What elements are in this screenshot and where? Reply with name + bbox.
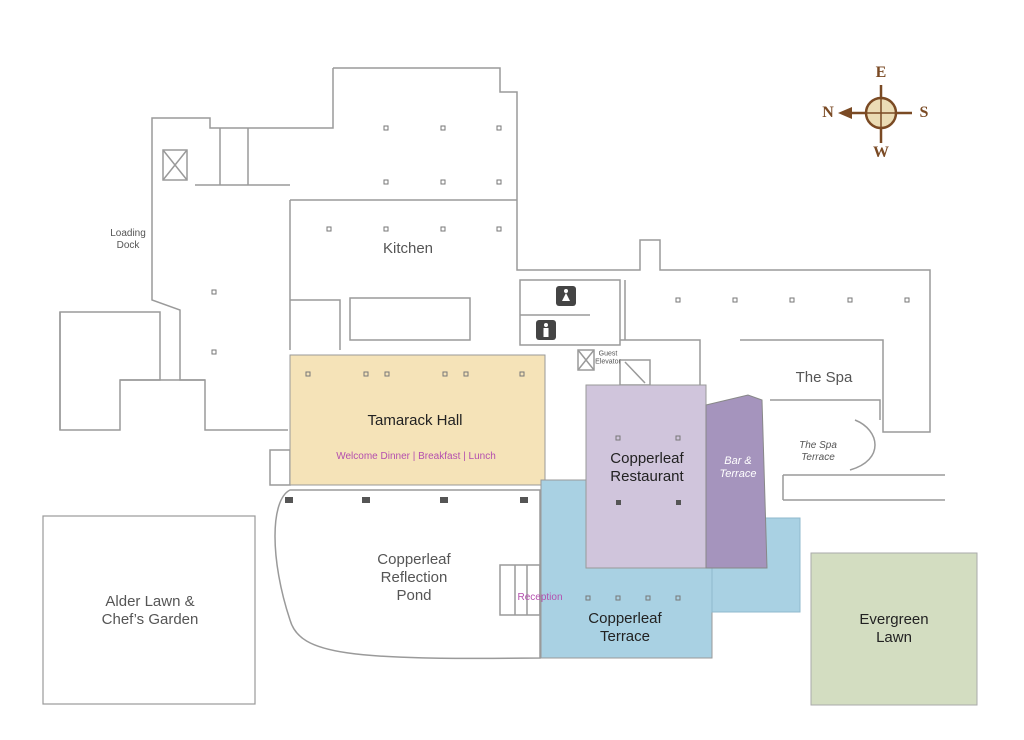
copperleaf-restaurant-label: Copperleaf Restaurant [610, 450, 684, 485]
alder-lawn-label: Alder Lawn & Chef’s Garden [101, 593, 199, 628]
reflection-pond-outline [274, 489, 541, 660]
building-walls [59, 67, 945, 616]
compass-west: W [873, 144, 889, 161]
tamarack-hall-label: Tamarack Hall [367, 412, 463, 429]
north-arrow-icon [838, 107, 852, 119]
alder-lawn-area [42, 515, 256, 705]
kitchen-label: Kitchen [382, 240, 434, 257]
compass-south: S [919, 104, 929, 121]
copperleaf-terrace-label: Copperleaf Terrace [588, 610, 662, 645]
reflection-pond-label: Copperleaf Reflection Pond [377, 551, 451, 604]
bar-terrace-area [705, 394, 768, 569]
tamarack-events-label: Welcome Dinner | Breakfast | Lunch [336, 451, 496, 462]
evergreen-lawn-label: Evergreen Lawn [859, 611, 929, 646]
reception-label: Reception [517, 592, 563, 603]
the-spa-label: The Spa [795, 369, 853, 386]
guest-elevator-label: Guest Elevator [595, 350, 621, 366]
loading-dock-label: Loading Dock [110, 228, 146, 251]
wall-posts [285, 497, 681, 505]
compass-rose [838, 85, 912, 143]
bar-terrace-label: Bar & Terrace [719, 454, 757, 480]
tamarack-hall-area [289, 354, 546, 486]
compass-north: N [822, 104, 834, 121]
compass-east: E [875, 64, 887, 81]
spa-terrace-label: The Spa Terrace [799, 440, 837, 463]
columns [211, 125, 910, 601]
evergreen-lawn-area [810, 552, 978, 706]
